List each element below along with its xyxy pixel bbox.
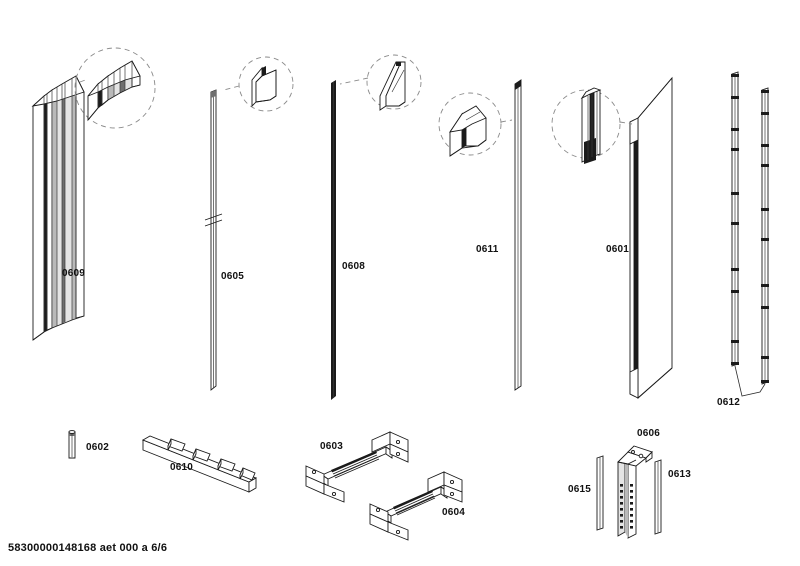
detail-circle-0605: [223, 56, 294, 112]
part-label-0601: 0601: [606, 244, 629, 255]
part-0601-graphic: [629, 76, 673, 399]
part-label-0615: 0615: [568, 484, 591, 495]
part-0602-graphic: [68, 430, 76, 459]
part-0610-graphic: [141, 435, 258, 493]
detail-circle-0608: [339, 54, 422, 111]
part-label-0609: 0609: [62, 268, 85, 279]
part-0612-graphic: [731, 71, 769, 397]
part-0606-graphic: [617, 445, 653, 539]
part-0611-graphic: [514, 79, 522, 391]
part-label-0602: 0602: [86, 442, 109, 453]
part-label-0603: 0603: [320, 441, 343, 452]
part-label-0613: 0613: [668, 469, 691, 480]
part-label-0604: 0604: [442, 507, 465, 518]
part-0613-graphic: [654, 459, 662, 535]
detail-circle-0611: [438, 92, 513, 157]
part-0604-graphic: [369, 471, 463, 541]
part-label-0606: 0606: [637, 428, 660, 439]
part-0603-graphic: [305, 431, 409, 503]
part-0615-graphic: [596, 455, 604, 531]
part-label-0610: 0610: [170, 462, 193, 473]
part-label-0605: 0605: [221, 271, 244, 282]
detail-circle-0609: [74, 47, 156, 129]
part-label-0612: 0612: [717, 397, 740, 408]
detail-circle-0601: [551, 87, 633, 164]
part-0609-graphic: [31, 75, 85, 341]
part-0608-graphic: [331, 80, 336, 400]
part-label-0611: 0611: [476, 244, 499, 255]
footer-reference: 58300000148168 aet 000 a 6/6: [8, 542, 167, 554]
part-0605-graphic: [204, 89, 223, 391]
part-label-0608: 0608: [342, 261, 365, 272]
